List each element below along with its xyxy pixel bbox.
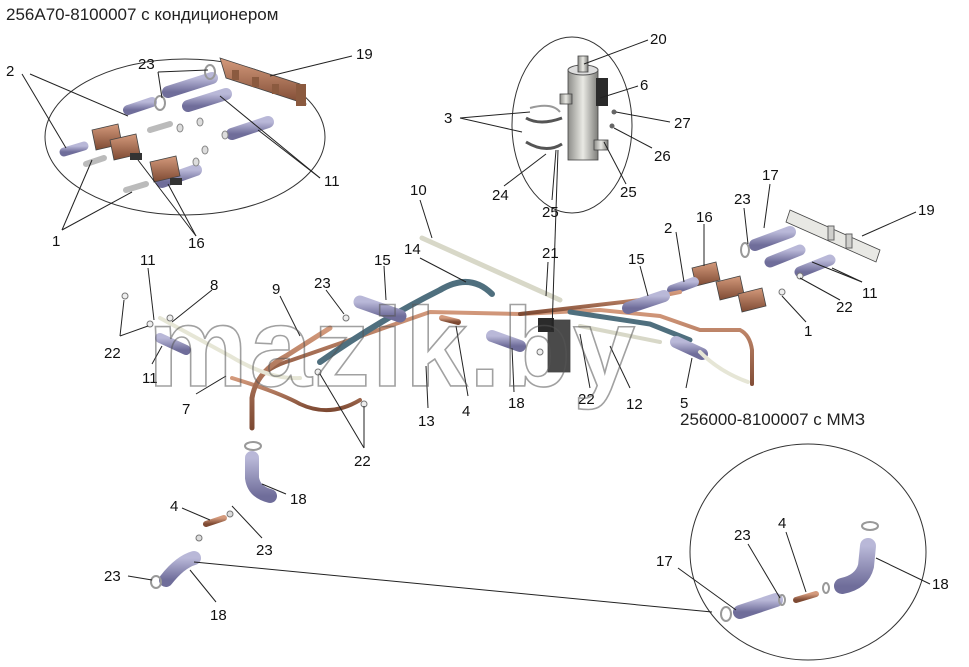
callout-18: 18 xyxy=(210,607,227,624)
callout-25: 25 xyxy=(542,204,559,221)
hoses-11 xyxy=(123,72,274,188)
callout-24: 24 xyxy=(492,187,509,204)
callout-16: 16 xyxy=(188,235,205,252)
detail-ellipse-air-conditioning xyxy=(44,57,326,216)
callout-23: 23 xyxy=(734,191,751,208)
callout-2: 2 xyxy=(6,63,14,80)
callout-9: 9 xyxy=(272,281,280,298)
callout-23: 23 xyxy=(734,527,751,544)
hose-15-right xyxy=(622,290,670,314)
callout-5: 5 xyxy=(680,395,688,412)
valve-body-6 xyxy=(559,55,609,161)
watermark: mazik.by xyxy=(148,285,637,410)
callout-26: 26 xyxy=(654,148,671,165)
callout-15: 15 xyxy=(374,252,391,269)
valves-16 xyxy=(91,123,182,185)
callout-11: 11 xyxy=(140,252,156,269)
clamps-23 xyxy=(154,64,229,167)
clamps-22 xyxy=(121,272,804,408)
callout-23: 23 xyxy=(138,56,155,73)
callout-4: 4 xyxy=(170,498,178,515)
callout-7: 7 xyxy=(182,401,190,418)
hose-12 xyxy=(567,309,693,343)
callout-27: 27 xyxy=(674,115,691,132)
pipe-8 xyxy=(158,316,302,381)
callout-21: 21 xyxy=(542,245,559,262)
callout-17: 17 xyxy=(762,167,779,184)
callout-4: 4 xyxy=(462,403,470,420)
callout-22: 22 xyxy=(104,345,121,362)
valve-block-21 xyxy=(538,318,571,373)
leader-lines xyxy=(21,39,931,611)
hose-18-centre xyxy=(486,330,526,352)
callout-12: 12 xyxy=(626,396,643,413)
callout-11: 11 xyxy=(142,370,158,387)
callout-18: 18 xyxy=(932,576,949,593)
hose-18-lower xyxy=(159,551,201,587)
callout-1: 1 xyxy=(52,233,60,250)
callout-19: 19 xyxy=(356,46,373,63)
valves-16-right xyxy=(667,261,767,313)
hose-18-bend xyxy=(245,451,277,503)
bolt-27 xyxy=(611,109,617,115)
manifold-19 xyxy=(219,57,307,106)
callout-18: 18 xyxy=(508,395,525,412)
detail-ellipse-mmz xyxy=(689,443,927,661)
callout-8: 8 xyxy=(210,277,218,294)
variant-title-air-conditioning: 256А70-8100007 с кондиционером xyxy=(6,5,279,24)
fitting-4 xyxy=(439,315,461,325)
callout-numbers: 2 23 19 11 1 16 20 6 3 27 26 24 25 25 10… xyxy=(6,31,949,624)
callout-20: 20 xyxy=(650,31,667,48)
callout-10: 10 xyxy=(410,182,427,199)
callout-16: 16 xyxy=(696,209,713,226)
callout-22: 22 xyxy=(354,453,371,470)
callout-14: 14 xyxy=(404,241,421,258)
callout-3: 3 xyxy=(444,110,452,127)
callout-15: 15 xyxy=(628,251,645,268)
hose-15-left xyxy=(353,295,407,323)
fittings-1-2 xyxy=(59,121,173,193)
brackets-3 xyxy=(525,104,563,150)
callout-13: 13 xyxy=(418,413,435,430)
callout-19: 19 xyxy=(918,202,935,219)
callout-11: 11 xyxy=(862,285,878,302)
detail-ellipse-valve xyxy=(511,36,633,214)
callout-2: 2 xyxy=(664,220,672,237)
callout-22: 22 xyxy=(836,299,853,316)
valve-connector xyxy=(551,149,559,331)
rod-10 xyxy=(419,235,563,303)
callout-17: 17 xyxy=(656,553,673,570)
callout-22: 22 xyxy=(578,391,595,408)
hose-11-left xyxy=(155,333,191,355)
manifold-19-right xyxy=(785,209,881,263)
callout-6: 6 xyxy=(640,77,648,94)
hose-14 xyxy=(317,279,495,365)
callout-1: 1 xyxy=(804,323,812,340)
detail-connector xyxy=(193,561,713,613)
callout-18: 18 xyxy=(290,491,307,508)
main-assembly xyxy=(121,209,881,589)
callout-23: 23 xyxy=(314,275,331,292)
variant-title-mmz: 256000-8100007 с ММЗ xyxy=(680,410,866,429)
callout-23: 23 xyxy=(256,542,273,559)
callout-11: 11 xyxy=(324,173,340,190)
callout-23: 23 xyxy=(104,568,121,585)
pipe-9 xyxy=(249,325,333,431)
pipe-5 xyxy=(698,350,750,384)
callout-4: 4 xyxy=(778,515,786,532)
callout-25: 25 xyxy=(620,184,637,201)
washer-26 xyxy=(609,123,615,129)
